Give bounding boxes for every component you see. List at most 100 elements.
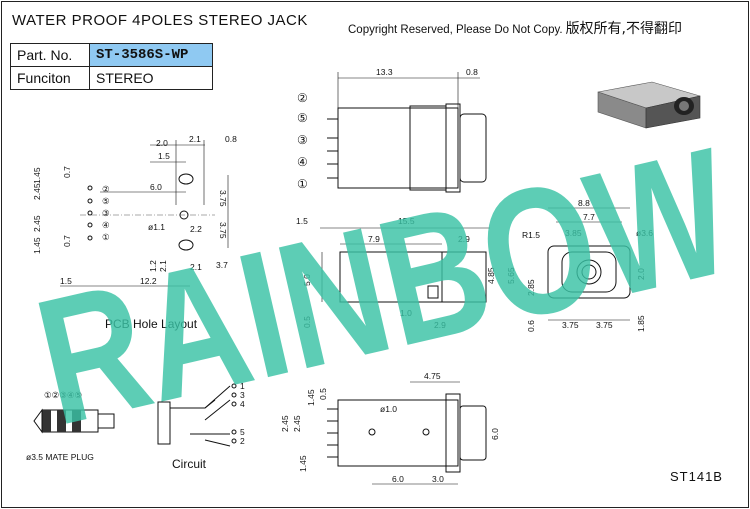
- dim-f3-75: 3.75: [562, 320, 579, 330]
- side-view: 13.3 0.8 ② ⑤ ③ ④ ①: [297, 67, 487, 193]
- part-value: ST-3586S-WP: [89, 43, 213, 67]
- dim-b0-5: 0.5: [318, 388, 328, 400]
- dim-ø1-1: ø1.1: [148, 222, 165, 232]
- circuit-label: Circuit: [172, 457, 207, 471]
- dim-3-7: 3.7: [216, 260, 228, 270]
- pcb-pin-1: ①: [102, 232, 110, 242]
- dim-2-2: 2.2: [190, 224, 202, 234]
- dim-fø3-6: ø3.6: [636, 228, 653, 238]
- dim-0-7: 0.7: [62, 166, 72, 178]
- dim-s2-9b: 2.9: [434, 320, 446, 330]
- copyright-text: Copyright Reserved, Please Do Not Copy.: [348, 24, 563, 36]
- side-pin-markers: ② ⑤ ③ ④ ①: [297, 91, 308, 191]
- bottom-view: 4.75 1.45 0.5 2.45 2.45 ø1.0 6.0 1.45 6.…: [280, 371, 500, 485]
- dim-1-45: 1.45: [32, 167, 42, 184]
- side-pin-1: ①: [297, 177, 308, 191]
- dim-2-1b: 2.1: [190, 262, 202, 272]
- dim-2-45: 2.45: [32, 183, 42, 200]
- dim-b2-45b: 2.45: [292, 415, 302, 432]
- mate-plug-label: ø3.5 MATE PLUG: [26, 452, 94, 462]
- copyright-cn-text: 版权所有,不得翻印: [565, 21, 683, 37]
- dim-bø1-0: ø1.0: [380, 404, 397, 414]
- dim-0-8b: 0.8: [225, 134, 237, 144]
- circuit-pin-2: 2: [240, 436, 245, 446]
- dim-s1-0: 1.0: [400, 308, 412, 318]
- dim-s2-9: 2.9: [458, 234, 470, 244]
- circuit-pin-3: 3: [240, 390, 245, 400]
- jack-render: [597, 81, 701, 129]
- pcb-pin-markers: ② ⑤ ③ ④ ①: [102, 184, 110, 242]
- dim-b6-0: 6.0: [490, 428, 500, 440]
- dim-2-45b: 2.45: [32, 215, 42, 232]
- dim-f8-8: 8.8: [578, 198, 590, 208]
- side-pin-2: ②: [297, 91, 308, 105]
- dim-f2-85: 2.85: [526, 279, 536, 296]
- dim-3-75: 3.75: [218, 190, 228, 207]
- circuit-pin-1: 1: [240, 381, 245, 391]
- dim-6-0: 6.0: [150, 182, 162, 192]
- dim-b4-75: 4.75: [424, 371, 441, 381]
- plug-pin-numbers: ①②③④⑤: [44, 390, 82, 400]
- dim-0-7b: 0.7: [62, 235, 72, 247]
- dim-s5-0: 5.0: [302, 274, 312, 286]
- circuit-pin-labels: 1 3 4 5 2: [240, 381, 245, 446]
- dim-s0-5: 0.5: [302, 316, 312, 328]
- dim-f0-6: 0.6: [526, 320, 536, 332]
- dim-s4-85: 4.85: [486, 267, 496, 284]
- dim-13-3: 13.3: [376, 67, 393, 77]
- drawing-title: WATER PROOF 4POLES STEREO JACK: [12, 12, 308, 29]
- dim-f2-0: 2.0: [636, 268, 646, 280]
- dim-b1-45: 1.45: [306, 389, 316, 406]
- dim-b6-0b: 6.0: [392, 474, 404, 484]
- pcb-pin-4: ④: [102, 220, 110, 230]
- model-code: ST141B: [670, 469, 723, 484]
- dim-b2-45: 2.45: [280, 415, 290, 432]
- dim-0-8: 0.8: [466, 67, 478, 77]
- pcb-pin-3: ③: [102, 208, 110, 218]
- dim-s7-9: 7.9: [368, 234, 380, 244]
- dim-1-5: 1.5: [158, 151, 170, 161]
- side-view-2: 1.5 15.5 7.9 2.9 5.0 4.85 5.65 1.0 2.9 0…: [296, 216, 516, 330]
- circuit-pin-5: 5: [240, 427, 245, 437]
- dim-3-75b: 3.75: [218, 222, 228, 239]
- front-view: 8.8 7.7 R1.5 3.85 ø3.6 2.85 2.0 0.6 3.75…: [522, 198, 653, 332]
- part-label: Part. No.: [10, 43, 90, 67]
- pcb-pin-5: ⑤: [102, 196, 110, 206]
- part-row: Part. No. ST-3586S-WP: [10, 43, 213, 67]
- dim-s15-5: 15.5: [398, 216, 415, 226]
- circuit-pin-4: 4: [240, 399, 245, 409]
- function-row: Funciton STEREO: [10, 66, 213, 90]
- dim-f1-85: 1.85: [636, 315, 646, 332]
- watermark-text: RAINBOW: [21, 110, 748, 463]
- dim-b1-45b: 1.45: [298, 455, 308, 472]
- dim-s5-65: 5.65: [506, 267, 516, 284]
- function-value: STEREO: [89, 66, 213, 90]
- side-pin-3: ③: [297, 133, 308, 147]
- dim-2-1c: 2.1: [158, 260, 168, 272]
- dim-2-1: 2.1: [189, 134, 201, 144]
- dim-2-0: 2.0: [156, 138, 168, 148]
- dim-1-45b: 1.45: [32, 237, 42, 254]
- part-info-table: Part. No. ST-3586S-WP Funciton STEREO: [10, 43, 213, 90]
- dim-f3-75b: 3.75: [596, 320, 613, 330]
- pcb-pin-2: ②: [102, 184, 110, 194]
- pcb-layout-label: PCB Hole Layout: [105, 317, 198, 331]
- dim-12-2: 12.2: [140, 276, 157, 286]
- dim-f3-85: 3.85: [565, 228, 582, 238]
- function-label: Funciton: [10, 66, 90, 90]
- side-pin-5: ⑤: [297, 111, 308, 125]
- dim-fR1-5: R1.5: [522, 230, 540, 240]
- side-pin-4: ④: [297, 155, 308, 169]
- dim-1-2: 1.2: [148, 260, 158, 272]
- pcb-layout: 2.0 2.1 0.8 1.5 6.0 3.75 3.75 ② ⑤ ③ ④ ① …: [32, 134, 237, 331]
- dim-b3-0: 3.0: [432, 474, 444, 484]
- dim-1-5b: 1.5: [60, 276, 72, 286]
- dim-s1-5: 1.5: [296, 216, 308, 226]
- copyright-notice: Copyright Reserved, Please Do Not Copy.版…: [348, 18, 682, 38]
- dim-f7-7: 7.7: [583, 212, 595, 222]
- circuit: 1 3 4 5 2 Circuit: [157, 381, 245, 471]
- mate-plug: ①②③④⑤ ø3.5 MATE PLUG: [26, 390, 115, 462]
